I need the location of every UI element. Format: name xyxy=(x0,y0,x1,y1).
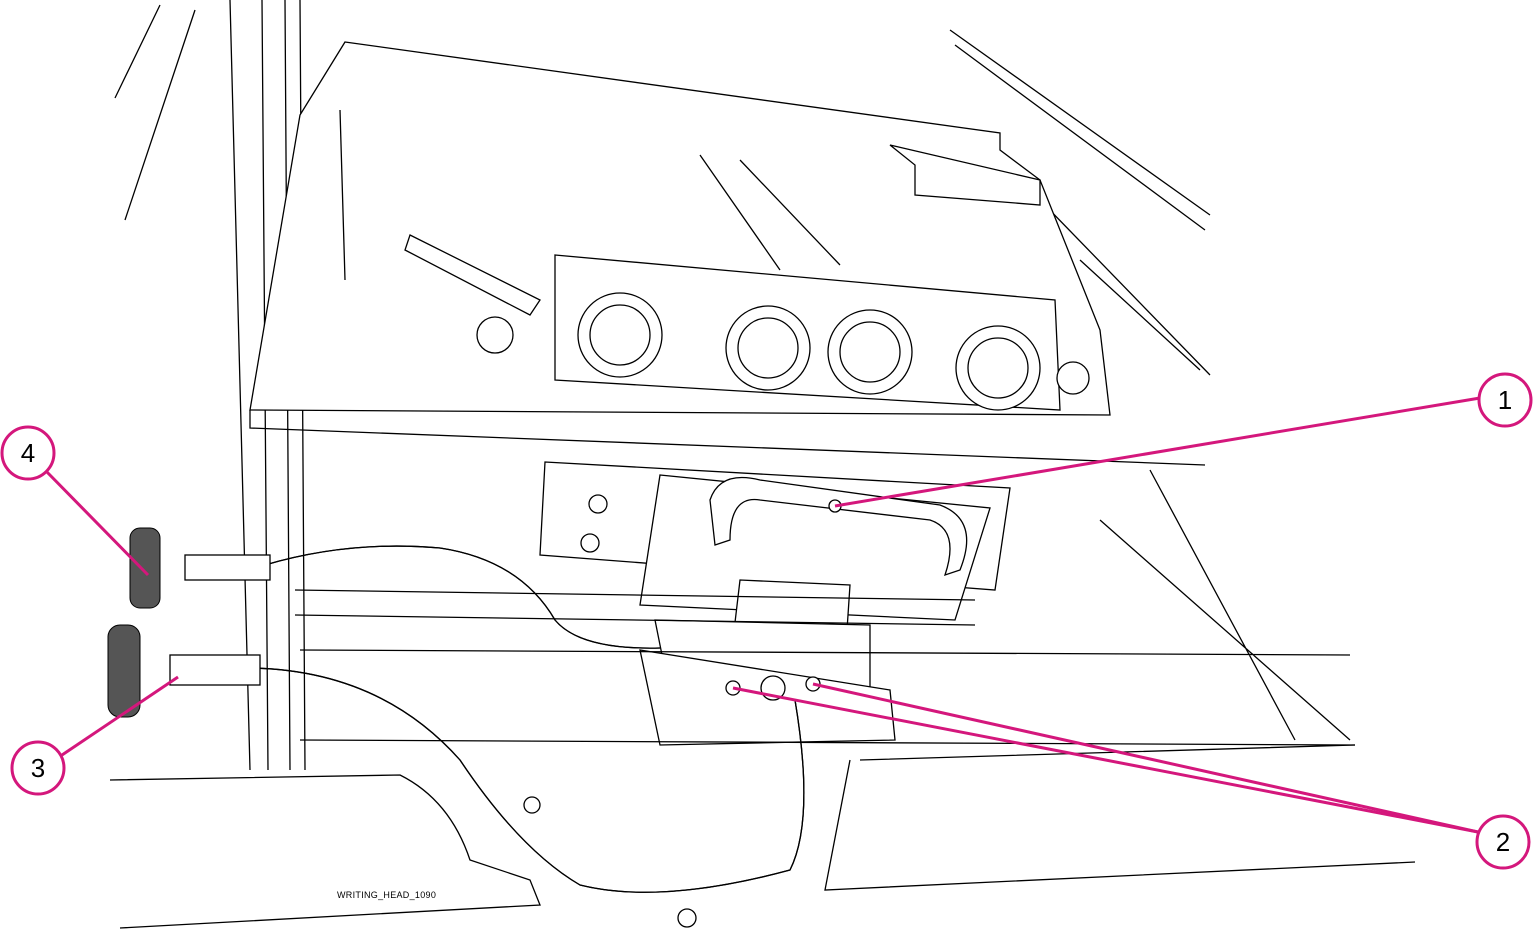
fan-icons xyxy=(577,292,1041,411)
callout-leaders xyxy=(43,396,1481,834)
callout-circle-1 xyxy=(1477,372,1533,428)
callout-number-1: 1 xyxy=(1497,385,1513,415)
callout-circle-3 xyxy=(10,740,66,796)
callout-number-4: 4 xyxy=(20,438,36,468)
figure-id-label: WRITING_HEAD_1090 xyxy=(337,890,437,900)
callout-circle-2 xyxy=(1475,814,1531,870)
callout-number-2: 2 xyxy=(1495,827,1511,857)
callout-number-3: 3 xyxy=(30,753,46,783)
callout-circle-4 xyxy=(0,425,56,481)
